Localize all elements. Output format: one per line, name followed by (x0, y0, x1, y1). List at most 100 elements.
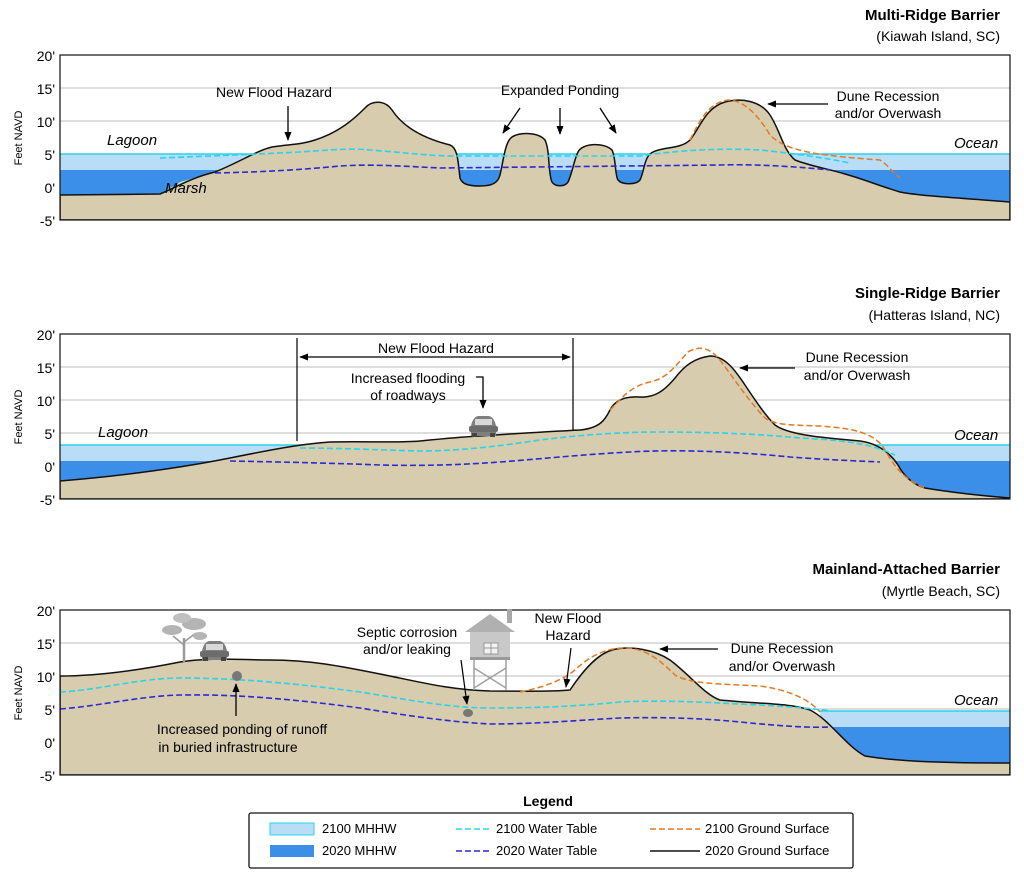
roads-arrow (476, 376, 487, 409)
lagoon-label: Lagoon (98, 424, 148, 441)
panel-location: (Hatteras Island, NC) (869, 307, 1000, 323)
house-icon (465, 609, 515, 690)
marsh-label: Marsh (165, 180, 207, 197)
legend-item-mhhw-2100: 2100 MHHW (269, 821, 397, 836)
ocean-label: Ocean (954, 692, 998, 709)
y-axis-label: Feet NAVD (13, 390, 25, 445)
ground-2020 (60, 647, 1010, 775)
water-table-2100 (60, 677, 831, 712)
water-table-2100 (299, 431, 896, 456)
legend-swatch (269, 822, 315, 836)
tree-icon (162, 613, 207, 662)
tick-10: 10' (37, 393, 55, 409)
ocean-label: Ocean (954, 135, 998, 152)
tick-neg5: -5' (40, 213, 55, 229)
buried-pipe-icon (232, 671, 242, 681)
dune-label-line1: Dune Recession (837, 88, 940, 104)
tick-neg5: -5' (40, 768, 55, 784)
panel-frame (59, 609, 1011, 776)
tick-0: 0' (45, 180, 55, 196)
legend-item-wt-2020: 2020 Water Table (456, 843, 597, 858)
legend-box (248, 812, 854, 869)
legend-label: 2020 Water Table (496, 843, 597, 858)
panel-frame (59, 54, 1011, 221)
dune-label-line2: and/or Overwash (835, 105, 942, 121)
dune-label-line2: and/or Overwash (729, 658, 836, 674)
tick-5: 5' (45, 702, 55, 718)
panel-location: (Kiawah Island, SC) (876, 28, 1000, 44)
tick-20: 20' (37, 48, 55, 64)
panel-mainland-attached: Mainland-Attached Barrier (Myrtle Beach,… (13, 561, 1011, 784)
tick-15: 15' (37, 360, 55, 376)
lagoon-label: Lagoon (107, 132, 157, 149)
runoff-label-line1: Increased ponding of runoff (157, 721, 327, 737)
panel-title: Single-Ridge Barrier (855, 285, 1000, 302)
panel-frame (59, 333, 1011, 500)
mhhw-2100-band (820, 711, 1010, 727)
runoff-label-line2: in buried infrastructure (158, 739, 298, 755)
flood-label-line2: Hazard (545, 627, 590, 643)
tick-20: 20' (37, 327, 55, 343)
septic-tank-icon (463, 709, 473, 717)
new-flood-hazard-label: New Flood Hazard (378, 340, 494, 356)
tick-0: 0' (45, 459, 55, 475)
flood-arrow (563, 647, 572, 688)
septic-arrow (460, 659, 470, 705)
tick-20: 20' (37, 603, 55, 619)
new-flood-hazard-label: New Flood Hazard (216, 84, 332, 100)
flood-label-line1: New Flood (535, 610, 602, 626)
water-table-2020 (229, 450, 881, 467)
legend-label: 2100 MHHW (322, 821, 397, 836)
water-table-2020 (60, 694, 831, 729)
y-axis-label: Feet NAVD (13, 111, 25, 166)
ponding-arrow-left (502, 107, 521, 134)
tick-5: 5' (45, 426, 55, 442)
car-icon (200, 641, 229, 661)
legend-item-gs-2100: 2100 Ground Surface (650, 821, 829, 836)
tick-0: 0' (45, 735, 55, 751)
ponding-arrow-right (599, 107, 617, 134)
ground-2020 (60, 355, 1010, 499)
car-icon (469, 416, 498, 437)
septic-label-line1: Septic corrosion (357, 624, 457, 640)
legend-label: 2100 Water Table (496, 821, 597, 836)
ground-2020 (60, 99, 1010, 220)
dune-label-line1: Dune Recession (731, 640, 834, 656)
panel-title: Mainland-Attached Barrier (812, 561, 1000, 578)
septic-label-line2: and/or leaking (363, 641, 451, 657)
legend-label: 2020 Ground Surface (705, 843, 829, 858)
dune-label-line1: Dune Recession (806, 349, 909, 365)
roads-label-line2: of roadways (370, 387, 445, 403)
legend-item-gs-2020: 2020 Ground Surface (650, 843, 829, 858)
panel-single-ridge: Single-Ridge Barrier (Hatteras Island, N… (13, 285, 1011, 508)
legend-label: 2020 MHHW (322, 843, 397, 858)
legend: Legend 2100 MHHW 2020 MHHW 2100 Water Ta… (248, 793, 854, 869)
water-table-2100 (159, 148, 851, 164)
roads-label-line1: Increased flooding (351, 370, 465, 386)
ground-2100-line (689, 99, 901, 179)
panel-title: Multi-Ridge Barrier (865, 7, 1000, 24)
tick-neg5: -5' (40, 492, 55, 508)
dune-label-line2: and/or Overwash (804, 367, 911, 383)
panel-location: (Myrtle Beach, SC) (882, 583, 1000, 599)
tick-15: 15' (37, 636, 55, 652)
ground-2100-line (609, 347, 926, 489)
tick-10: 10' (37, 114, 55, 130)
tick-5: 5' (45, 147, 55, 163)
y-ticks: 20' 15' 10' 5' 0' -5' (37, 603, 55, 784)
water-table-2020 (214, 163, 831, 174)
legend-item-mhhw-2020: 2020 MHHW (270, 843, 397, 858)
y-axis-label: Feet NAVD (13, 666, 25, 721)
tick-15: 15' (37, 81, 55, 97)
expanded-ponding-label: Expanded Ponding (501, 82, 619, 98)
legend-label: 2100 Ground Surface (705, 821, 829, 836)
ocean-label: Ocean (954, 427, 998, 444)
legend-swatch (270, 845, 314, 857)
legend-title: Legend (523, 793, 573, 809)
tick-10: 10' (37, 669, 55, 685)
y-ticks: 20' 15' 10' 5' 0' -5' (37, 327, 55, 508)
ground-2100-line (519, 647, 821, 713)
y-ticks: 20' 15' 10' 5' 0' -5' (37, 48, 55, 229)
legend-item-wt-2100: 2100 Water Table (456, 821, 597, 836)
